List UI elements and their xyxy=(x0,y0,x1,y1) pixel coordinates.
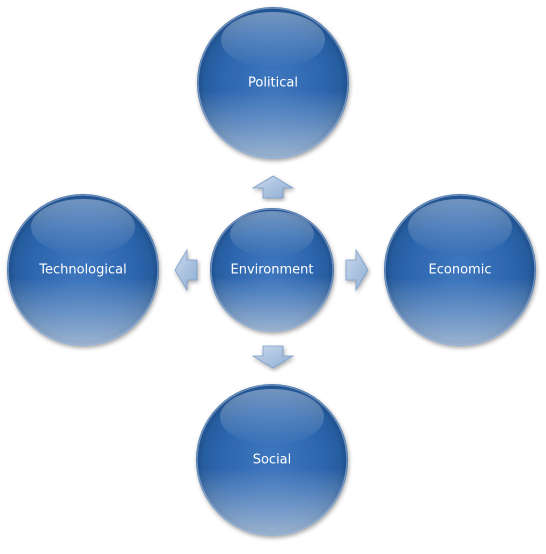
node-label-social: Social xyxy=(253,453,292,468)
node-technological: Technological xyxy=(7,194,159,346)
arrow-up xyxy=(251,175,295,199)
arrow-left xyxy=(174,248,198,292)
node-environment: Environment xyxy=(210,208,334,332)
node-political: Political xyxy=(197,7,349,159)
node-label-economic: Economic xyxy=(429,263,492,278)
node-economic: Economic xyxy=(384,194,536,346)
node-label-technological: Technological xyxy=(38,263,126,278)
arrow-down xyxy=(251,345,295,369)
node-label-environment: Environment xyxy=(230,263,313,278)
arrow-right xyxy=(345,248,369,292)
node-label-political: Political xyxy=(248,76,298,91)
node-social: Social xyxy=(196,384,348,536)
